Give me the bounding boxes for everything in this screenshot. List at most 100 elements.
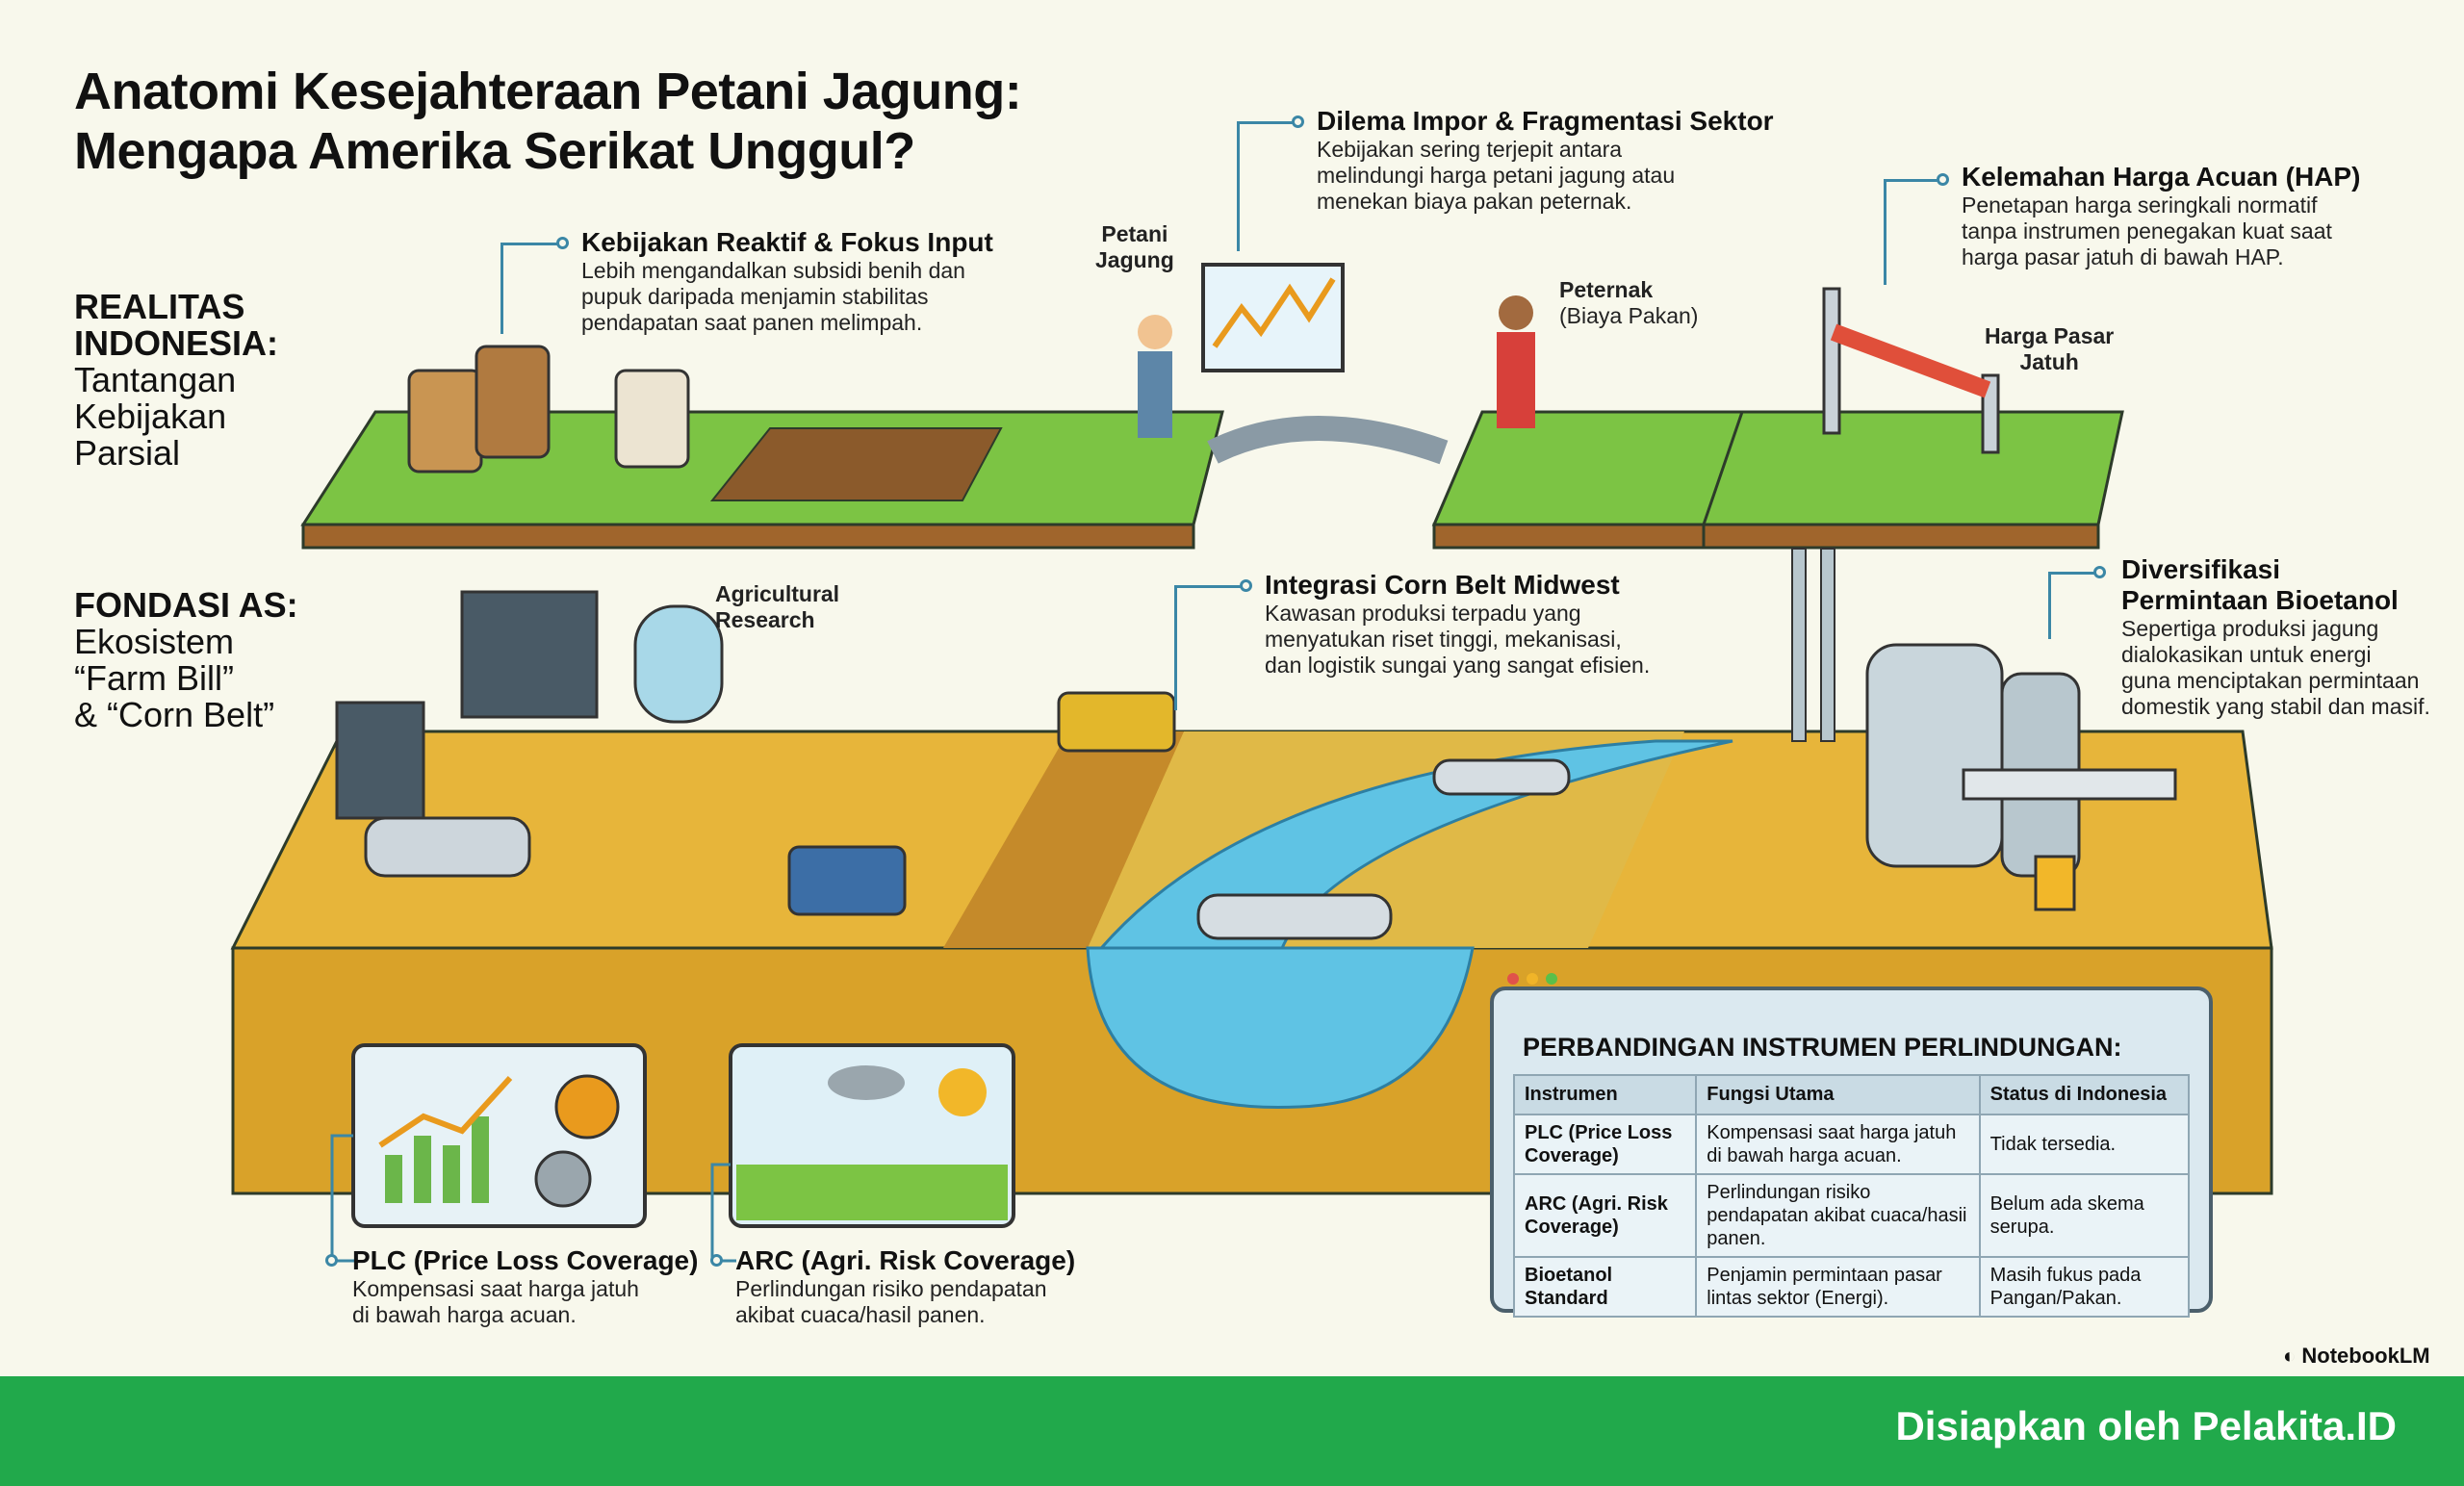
lab-tank	[633, 604, 724, 724]
gear-icon	[554, 1074, 620, 1140]
section-heading: INDONESIA:	[74, 323, 279, 363]
table-row: PLC (Price Loss Coverage) Kompensasi saa…	[1512, 1114, 2191, 1175]
callout-body: menekan biaya pakan peternak.	[1317, 189, 1632, 214]
section-sub: & “Corn Belt”	[74, 695, 275, 734]
footer-credit: Disiapkan oleh Pelakita.ID	[1895, 1403, 2397, 1448]
watermark-text: NotebookLM	[2301, 1344, 2430, 1368]
column-header: Instrumen	[1512, 1074, 1698, 1115]
table-cell: PLC (Price Loss Coverage)	[1512, 1114, 1698, 1175]
callout-body: Kawasan produksi terpadu yang	[1265, 601, 1581, 626]
window-controls	[1507, 973, 1557, 985]
label-line: Jatuh	[2019, 349, 2079, 374]
tractor	[1057, 691, 1176, 753]
callout-body: Lebih mengandalkan subsidi benih dan	[581, 258, 965, 283]
callout-body: dan logistik sungai yang sangat efisien.	[1265, 653, 1651, 678]
callout-body: domestik yang stabil dan masif.	[2121, 694, 2430, 719]
plc-panel	[351, 1043, 647, 1228]
callout-body: Penetapan harga seringkali normatif	[1962, 192, 2318, 218]
section-heading: REALITAS	[74, 287, 245, 326]
callout-kebijakan-reaktif: Kebijakan Reaktif & Fokus Input Lebih me…	[581, 227, 993, 336]
monitor	[335, 701, 425, 820]
callout-title: PLC (Price Loss Coverage)	[352, 1245, 699, 1275]
section-heading: FONDASI AS:	[74, 585, 298, 625]
table-cell: Bioetanol Standard	[1512, 1256, 1698, 1318]
callout-body: akibat cuaca/hasil panen.	[735, 1302, 986, 1327]
section-sub: Tantangan	[74, 360, 237, 399]
label-agricultural-research: Agricultural Research	[715, 581, 839, 633]
callout-kelemahan-hap: Kelemahan Harga Acuan (HAP) Penetapan ha…	[1962, 162, 2360, 270]
table-cell: Belum ada skema serupa.	[1978, 1173, 2191, 1258]
callout-title: Integrasi Corn Belt Midwest	[1265, 570, 1620, 600]
label-line: Harga Pasar	[1985, 323, 2115, 348]
callout-body: tanpa instrumen penegakan kuat saat	[1962, 218, 2332, 243]
label-petani-jagung: Petani Jagung	[1095, 221, 1174, 273]
callout-body: di bawah harga acuan.	[352, 1302, 577, 1327]
callout-plc: PLC (Price Loss Coverage) Kompensasi saa…	[352, 1245, 698, 1328]
indonesia-platform	[300, 263, 2124, 550]
section-us: FONDASI AS: Ekosistem “Farm Bill” & “Cor…	[74, 587, 298, 733]
callout-title: Kebijakan Reaktif & Fokus Input	[581, 227, 993, 257]
label-harga-pasar-jatuh: Harga Pasar Jatuh	[1985, 323, 2114, 375]
callout-body: pupuk daripada menjamin stabilitas	[581, 284, 929, 309]
callout-body: Sepertiga produksi jagung	[2121, 616, 2379, 641]
label-line: Agricultural	[715, 581, 840, 606]
crop-field	[709, 427, 1003, 501]
callout-body: Kebijakan sering terjepit antara	[1317, 137, 1623, 162]
label-line: Research	[715, 607, 815, 632]
section-sub: Kebijakan	[74, 397, 227, 436]
callout-title: Diversifikasi	[2121, 554, 2280, 584]
table-header-row: Instrumen Fungsi Utama Status di Indones…	[1512, 1074, 2191, 1115]
label-line: Peternak	[1559, 277, 1654, 302]
label-line: (Biaya Pakan)	[1559, 303, 1699, 328]
callout-title: Permintaan Bioetanol	[2121, 585, 2399, 615]
table-cell: Perlindungan risiko pendapatan akibat cu…	[1695, 1173, 1981, 1258]
callout-body: pendapatan saat panen melimpah.	[581, 310, 923, 335]
title-line-2: Mengapa Amerika Serikat Unggul?	[74, 122, 915, 180]
callout-title: Kelemahan Harga Acuan (HAP)	[1962, 162, 2361, 192]
price-barrier	[1830, 323, 1991, 398]
arc-panel	[729, 1043, 1015, 1228]
callout-body: menyatukan riset tinggi, mekanisasi,	[1265, 627, 1622, 652]
section-sub: Ekosistem	[74, 622, 235, 661]
table-title: PERBANDINGAN INSTRUMEN PERLINDUNGAN:	[1523, 1033, 2122, 1062]
cloud-icon	[828, 1065, 905, 1100]
section-sub: Parsial	[74, 433, 181, 473]
label-peternak: Peternak (Biaya Pakan)	[1559, 277, 1698, 329]
barge	[1196, 893, 1393, 940]
callout-body: guna menciptakan permintaan	[2121, 668, 2420, 693]
callout-dilema-impor: Dilema Impor & Fragmentasi Sektor Kebija…	[1317, 106, 1774, 215]
column-header: Fungsi Utama	[1695, 1074, 1981, 1115]
callout-body: dialokasikan untuk energi	[2121, 642, 2372, 667]
callout-title: Dilema Impor & Fragmentasi Sektor	[1317, 106, 1774, 136]
page-title: Anatomi Kesejahteraan Petani Jagung: Men…	[74, 62, 1022, 181]
footer-bar: Disiapkan oleh Pelakita.ID	[0, 1376, 2464, 1486]
callout-body: harga pasar jatuh di bawah HAP.	[1962, 244, 2284, 269]
notebooklm-logo-icon: ◐	[2283, 1344, 2302, 1368]
callout-body: melindungi harga petani jagung atau	[1317, 163, 1676, 188]
table-cell: Masih fukus pada Pangan/Pakan.	[1978, 1256, 2191, 1318]
section-sub: “Farm Bill”	[74, 658, 234, 698]
column-header: Status di Indonesia	[1978, 1074, 2191, 1115]
comparison-table: Instrumen Fungsi Utama Status di Indones…	[1512, 1074, 2191, 1318]
section-indonesia: REALITAS INDONESIA: Tantangan Kebijakan …	[74, 289, 278, 472]
callout-body: Kompensasi saat harga jatuh	[352, 1276, 639, 1301]
table-row: Bioetanol Standard Penjamin permintaan p…	[1512, 1256, 2191, 1318]
sun-icon	[938, 1068, 987, 1116]
table-cell: Penjamin permintaan pasar lintas sektor …	[1695, 1256, 1981, 1318]
table-cell: Kompensasi saat harga jatuh di bawah har…	[1695, 1114, 1981, 1175]
seed-bag	[407, 369, 483, 474]
comparison-table-window: PERBANDINGAN INSTRUMEN PERLINDUNGAN: Ins…	[1490, 973, 2213, 1318]
label-line: Jagung	[1095, 247, 1174, 272]
broken-bridge	[1207, 416, 1449, 465]
callout-body: Perlindungan risiko pendapatan	[735, 1276, 1047, 1301]
fertilizer-bag	[475, 345, 551, 459]
callout-arc: ARC (Agri. Risk Coverage) Perlindungan r…	[735, 1245, 1075, 1328]
callout-corn-belt: Integrasi Corn Belt Midwest Kawasan prod…	[1265, 570, 1650, 679]
notebooklm-watermark: ◐ NotebookLM	[2283, 1344, 2430, 1369]
fuel-station	[1962, 768, 2177, 801]
callout-title: ARC (Agri. Risk Coverage)	[735, 1245, 1076, 1275]
table-row: ARC (Agri. Risk Coverage) Perlindungan r…	[1512, 1173, 2191, 1258]
label-line: Petani	[1101, 221, 1168, 246]
bioethanol-plant	[1865, 643, 2004, 868]
title-line-1: Anatomi Kesejahteraan Petani Jagung:	[74, 63, 1022, 120]
